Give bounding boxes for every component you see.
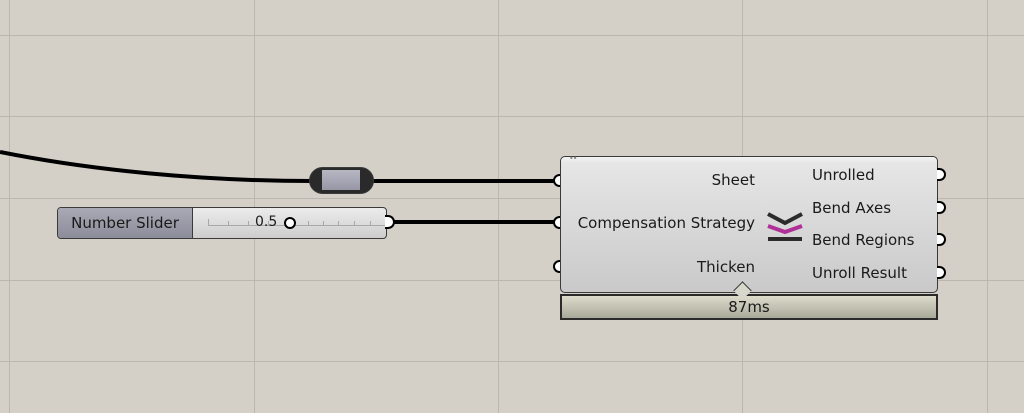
input-label-sheet[interactable]: Sheet — [711, 171, 755, 189]
grid-line — [0, 116, 1024, 117]
grid-line — [498, 0, 499, 413]
slider-track[interactable] — [208, 216, 386, 226]
slider-label[interactable]: Number Slider — [58, 208, 193, 238]
input-port-thicken[interactable] — [553, 260, 562, 273]
grid-line — [254, 0, 255, 413]
output-port-unroll-result[interactable] — [937, 266, 946, 279]
wire-to-relay — [0, 150, 313, 183]
sheet-metal-unroll-icon — [767, 212, 803, 241]
number-slider[interactable]: Number Slider 0.5 — [57, 207, 387, 239]
input-label-compensation-strategy[interactable]: Compensation Strategy — [577, 214, 755, 232]
output-label-bend-axes[interactable]: Bend Axes — [812, 199, 892, 217]
slider-value: 0.5 — [255, 214, 278, 230]
output-port-bend-regions[interactable] — [937, 233, 946, 246]
slider-grip-handle[interactable] — [284, 217, 296, 229]
input-port-compensation-strategy[interactable] — [553, 216, 562, 229]
output-label-unroll-result[interactable]: Unroll Result — [812, 264, 907, 282]
output-port-bend-axes[interactable] — [937, 201, 946, 214]
output-port-unrolled[interactable] — [937, 168, 946, 181]
grid-line — [0, 280, 1024, 281]
input-label-thicken[interactable]: Thicken — [697, 258, 755, 276]
relay-body — [322, 170, 360, 190]
output-label-bend-regions[interactable]: Bend Regions — [812, 231, 915, 249]
slider-output-port[interactable] — [385, 215, 395, 229]
grid-line — [9, 0, 10, 413]
grid-line — [987, 0, 988, 413]
grid-line — [0, 35, 1024, 36]
component-grip-dots: •• — [569, 154, 578, 163]
grid-line — [0, 361, 1024, 362]
unroll-component[interactable]: •• Sheet Compensation Strategy Thicken U… — [560, 154, 938, 293]
input-port-sheet[interactable] — [553, 174, 562, 187]
output-label-unrolled[interactable]: Unrolled — [812, 166, 875, 184]
relay-node[interactable] — [309, 167, 374, 194]
profiler-timing-badge: 87ms — [560, 294, 938, 320]
grid-line — [0, 198, 1024, 199]
